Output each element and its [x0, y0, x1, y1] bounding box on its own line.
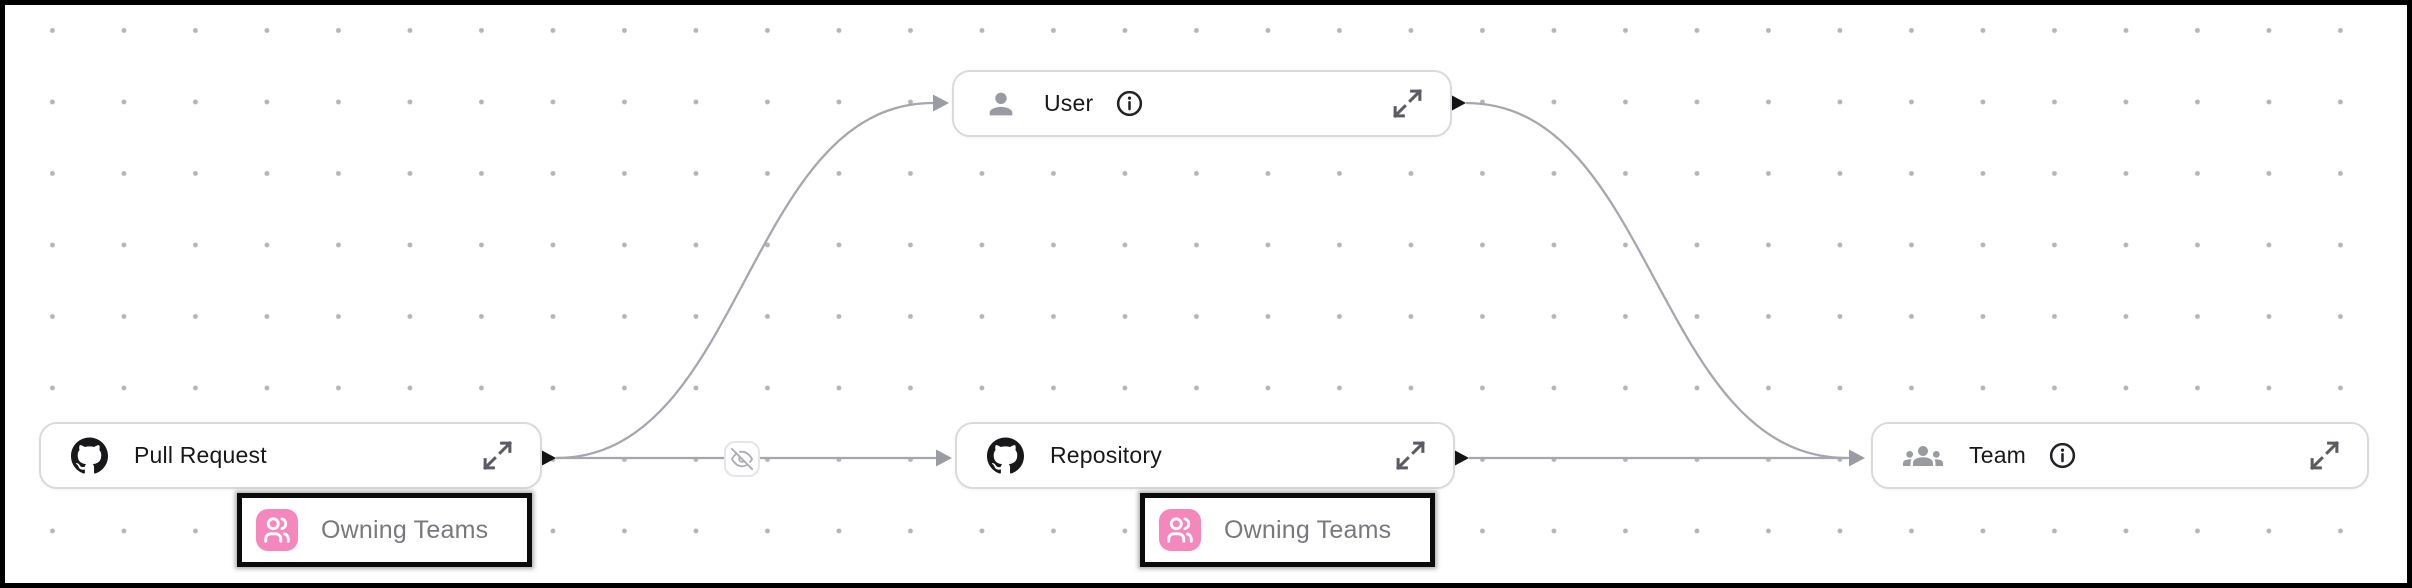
info-icon[interactable] — [2048, 441, 2077, 470]
info-icon[interactable] — [1115, 89, 1144, 118]
owning-teams-icon — [256, 509, 298, 551]
source-handles — [542, 95, 1469, 466]
expand-button[interactable] — [1394, 439, 1427, 472]
node-label: User — [1044, 90, 1094, 116]
owning-teams-label: Owning Teams — [321, 515, 489, 544]
node-user[interactable]: User — [952, 70, 1452, 137]
edge-visibility-chip[interactable] — [724, 441, 760, 477]
github-icon — [987, 437, 1024, 474]
owning-teams-label: Owning Teams — [1224, 515, 1392, 544]
expand-button[interactable] — [2308, 439, 2341, 472]
eye-off-icon — [731, 448, 753, 470]
edge-user-to-team[interactable] — [1465, 101, 1848, 460]
team-icon — [1903, 436, 1943, 476]
expand-button[interactable] — [1391, 87, 1424, 120]
owning-teams-icon — [1159, 509, 1201, 551]
edge-pull-request-to-user[interactable] — [555, 101, 934, 460]
arrowhead-into-user — [933, 94, 949, 112]
owning-teams-chip-pull-request[interactable]: Owning Teams — [237, 493, 532, 567]
source-handle-pull-request[interactable] — [542, 450, 556, 466]
node-label: Pull Request — [134, 442, 267, 468]
node-label: Repository — [1050, 442, 1162, 468]
node-team[interactable]: Team — [1871, 422, 2369, 489]
arrowhead-into-team — [1849, 449, 1865, 467]
source-handle-user[interactable] — [1452, 95, 1466, 111]
owning-teams-chip-repository[interactable]: Owning Teams — [1140, 493, 1435, 567]
target-arrowheads — [933, 94, 1865, 467]
node-pull-request[interactable]: Pull Request — [39, 422, 542, 489]
expand-button[interactable] — [481, 439, 514, 472]
node-repository[interactable]: Repository — [955, 422, 1455, 489]
source-handle-repository[interactable] — [1455, 450, 1469, 466]
arrowhead-into-repository — [936, 449, 952, 467]
user-icon — [984, 87, 1018, 121]
github-icon — [71, 437, 108, 474]
node-label: Team — [1969, 442, 2027, 468]
